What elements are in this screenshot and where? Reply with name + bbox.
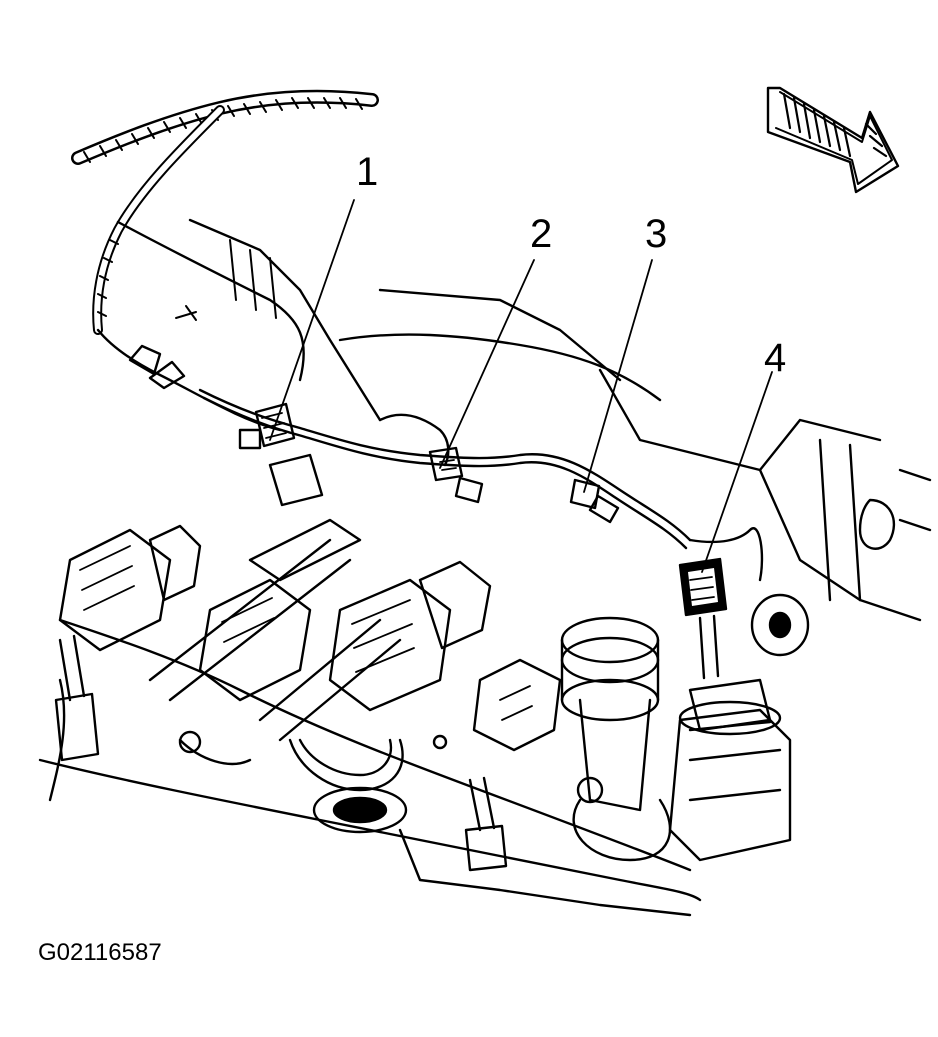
spark-plug-boots: [54, 634, 508, 872]
leader-3: [583, 259, 653, 493]
fuel-rail: [148, 518, 402, 742]
callout-label-3: 3: [645, 212, 668, 256]
callout-label-4: 4: [764, 336, 787, 380]
figure-id: G02116587: [38, 939, 162, 966]
ignition-coils: [58, 524, 562, 752]
connector-3: [569, 478, 620, 524]
engine-block: [38, 218, 932, 917]
leader-1: [269, 199, 355, 441]
front-direction-arrow-icon: [766, 86, 900, 194]
connector-4: [678, 557, 728, 680]
wiring-harness: [71, 89, 379, 432]
throttle-body: [560, 616, 672, 862]
callout-label-1: 1: [356, 150, 379, 194]
lower-hose: [178, 730, 604, 834]
connector-1: [238, 402, 324, 507]
leader-2: [439, 259, 535, 469]
leader-4: [701, 371, 773, 573]
callout-label-2: 2: [530, 212, 553, 256]
callout-leaders: [269, 199, 773, 573]
egr-valve: [668, 593, 810, 862]
